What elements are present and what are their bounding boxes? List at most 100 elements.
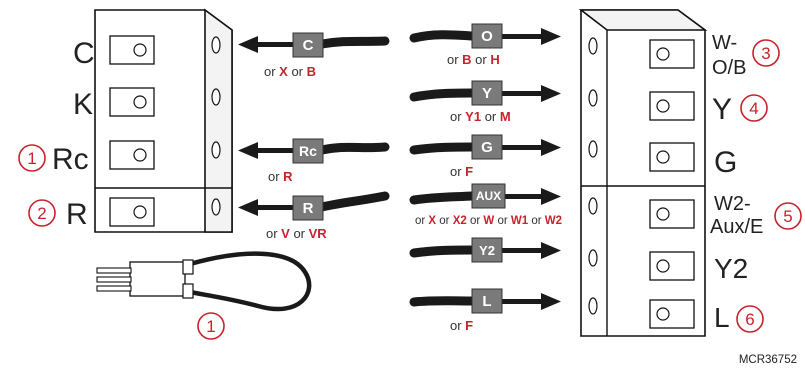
wire-tag-label: Y2 xyxy=(479,243,495,258)
terminal-w-ob[interactable]: W- O/B 3 xyxy=(588,32,780,79)
arrow-left-icon xyxy=(238,199,258,216)
terminal-w2-aux-label-line2: Aux/E xyxy=(710,216,763,238)
wire-l: L or F xyxy=(409,288,561,333)
wire-tag xyxy=(292,195,324,221)
step-badge xyxy=(774,202,802,230)
wire-tag xyxy=(292,32,324,58)
terminal-y2-label: Y2 xyxy=(714,253,748,284)
terminal-rc-label: Rc xyxy=(52,143,89,176)
step-badge xyxy=(197,312,225,340)
wire-alt-label: or B or H xyxy=(447,52,500,67)
arrow-right-icon xyxy=(541,293,561,310)
wire-alt-label: or Y1 or M xyxy=(450,109,511,124)
step-badge-number: 4 xyxy=(749,99,758,118)
wire-port-icon xyxy=(211,88,221,106)
arrow-right-icon xyxy=(541,188,561,205)
wire-r: R or V or VR xyxy=(238,191,390,241)
wire-port-icon xyxy=(588,197,598,215)
terminal-y2[interactable]: Y2 xyxy=(588,249,748,284)
arrow-left-icon xyxy=(238,36,258,53)
jumper-wire: 1 xyxy=(96,251,312,340)
wire-port-icon xyxy=(211,141,221,159)
wire-port-icon xyxy=(588,297,598,315)
terminal-l[interactable]: L 6 xyxy=(588,297,764,333)
screw-icon xyxy=(656,150,670,164)
screw-icon xyxy=(133,205,147,219)
wire-y2: Y2 xyxy=(409,237,561,263)
terminal-w-ob-label-line2: O/B xyxy=(712,57,746,79)
step-badge-number: 3 xyxy=(761,44,770,63)
wire-alt-label: or F xyxy=(450,164,473,179)
terminal-g-label: G xyxy=(714,146,737,179)
wire-tag-label: C xyxy=(303,37,314,54)
wire-port-icon xyxy=(211,198,221,216)
wire-tag xyxy=(471,80,503,106)
wire-tag xyxy=(471,134,503,160)
terminal-c[interactable]: C xyxy=(73,35,221,70)
terminal-w2-aux-label-line1: W2- xyxy=(714,193,751,215)
wire-tag xyxy=(471,288,503,314)
terminal-c-label: C xyxy=(73,37,95,70)
right-wires: O or B or H Y or Y1 or M G or F AUX or X… xyxy=(409,23,562,333)
terminal-k-label: K xyxy=(73,88,93,121)
screw-icon xyxy=(656,99,670,113)
part-number: MCR36752 xyxy=(739,354,797,366)
wire-tag-label: R xyxy=(303,200,314,217)
terminal-r-label: R xyxy=(66,198,88,231)
wire-tag-label: Y xyxy=(482,85,492,102)
step-badge xyxy=(752,39,780,67)
screw-icon xyxy=(656,47,670,61)
wire-alt-label: or X or B xyxy=(264,64,316,79)
wire-alt-label: or F xyxy=(450,318,473,333)
terminal-w-ob-label-line1: W- xyxy=(712,32,737,54)
jumper-pin xyxy=(96,276,132,283)
wire-g: G or F xyxy=(409,134,561,179)
jumper-pin xyxy=(96,267,132,274)
wire-o: O or B or H xyxy=(409,23,561,67)
wire-y: Y or Y1 or M xyxy=(409,80,561,124)
right-terminals: W- O/B 3 Y 4 G W2- Aux/E 5 xyxy=(588,32,802,333)
wire-c: C or X or B xyxy=(238,32,390,79)
wire-tag-label: L xyxy=(482,293,491,310)
terminal-r[interactable]: R 2 xyxy=(28,197,221,231)
step-badge xyxy=(28,199,56,227)
terminal-y[interactable]: Y 4 xyxy=(588,89,768,126)
wire-rc: Rc or R xyxy=(238,138,390,184)
wire-tag xyxy=(471,23,503,49)
screw-icon xyxy=(656,307,670,321)
wire-tag-label: G xyxy=(481,139,493,156)
step-badge xyxy=(740,94,768,122)
terminal-rc[interactable]: Rc 1 xyxy=(18,140,221,176)
screw-icon xyxy=(133,95,147,109)
wire-aux: AUX or X or X2 or W or W1 or W2 xyxy=(409,183,562,227)
wire-tag xyxy=(471,237,503,263)
arrow-right-icon xyxy=(541,85,561,102)
wire-port-icon xyxy=(211,36,221,54)
step-badge-number: 6 xyxy=(745,310,754,329)
wire-port-icon xyxy=(588,249,598,267)
screw-icon xyxy=(133,43,147,57)
wire-alt-label: or V or VR xyxy=(266,226,327,241)
screw-icon xyxy=(656,259,670,273)
terminal-y-label: Y xyxy=(712,93,732,126)
wire-tag xyxy=(292,138,324,164)
jumper-pin xyxy=(96,285,132,292)
terminal-g[interactable]: G xyxy=(588,140,737,179)
wire-port-icon xyxy=(588,140,598,158)
step-badge xyxy=(18,144,46,172)
screw-icon xyxy=(656,207,670,221)
step-badge-number: 5 xyxy=(783,207,792,226)
terminal-w2-aux[interactable]: W2- Aux/E 5 xyxy=(588,193,802,238)
arrow-right-icon xyxy=(541,139,561,156)
left-terminal-block xyxy=(94,8,233,233)
jumper-plug xyxy=(129,261,186,297)
left-wires: C or X or B Rc or R R or V or VR xyxy=(238,32,390,241)
step-badge xyxy=(736,305,764,333)
arrow-left-icon xyxy=(238,142,258,159)
screw-icon xyxy=(133,148,147,162)
step-badge-number: 1 xyxy=(206,317,215,336)
step-badge-number: 1 xyxy=(27,149,36,168)
terminal-k[interactable]: K xyxy=(73,87,221,121)
wire-port-icon xyxy=(588,37,598,55)
